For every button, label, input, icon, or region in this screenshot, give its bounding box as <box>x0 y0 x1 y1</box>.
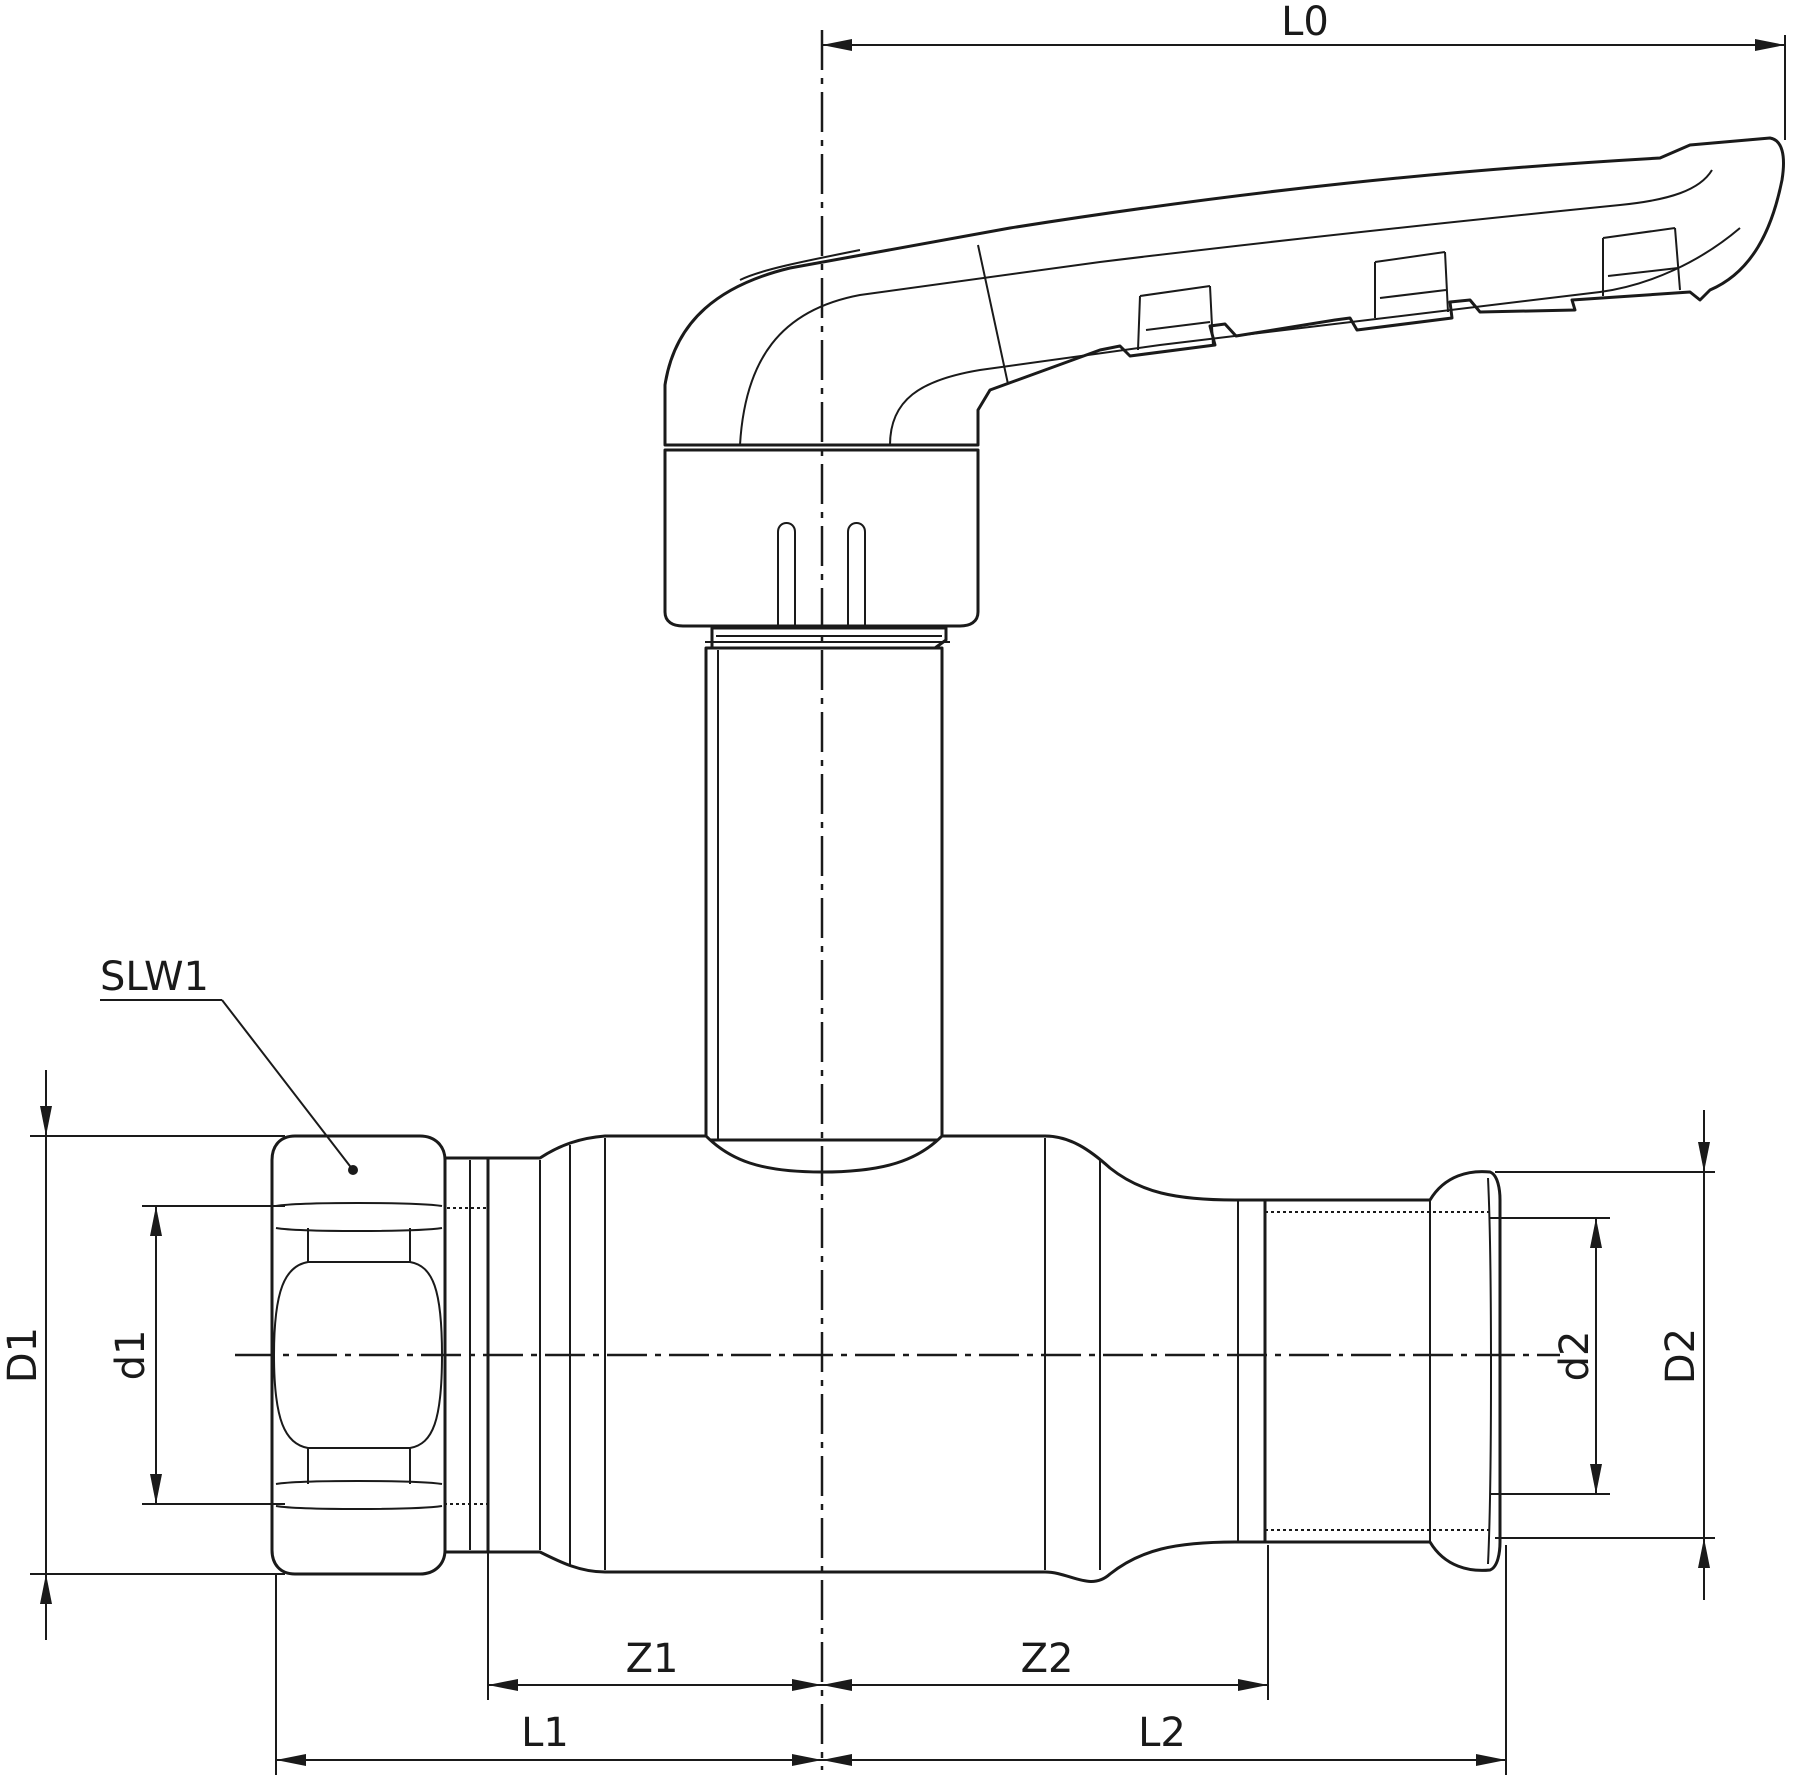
union-nut-outline <box>270 1134 447 1576</box>
nut-flat-bottom <box>275 1480 443 1510</box>
hub-slot-left <box>777 522 796 632</box>
handle-inner-curve-2 <box>889 227 1741 446</box>
dimension-Z1-Z2: Z1 Z2 <box>487 1505 1269 1700</box>
handle-grip-ribs <box>1137 227 1681 351</box>
stem-collar <box>710 626 948 650</box>
lever-handle <box>663 136 1785 632</box>
label-SLW1: SLW1 <box>100 954 209 1000</box>
label-Z2: Z2 <box>1021 1636 1074 1682</box>
body-main <box>443 1134 1267 1583</box>
label-d2: d2 <box>1552 1331 1598 1382</box>
right-press-socket <box>1263 1170 1502 1572</box>
label-d1: d1 <box>108 1330 154 1381</box>
handle-grip-outline <box>663 136 1785 447</box>
label-Z1: Z1 <box>626 1636 679 1682</box>
handle-parting-line <box>977 244 1009 385</box>
dimension-D1: D1 <box>0 1070 285 1640</box>
label-L1: L1 <box>521 1710 569 1756</box>
nut-flat-top <box>275 1202 443 1232</box>
valve-body <box>285 1134 1502 1583</box>
stem-shaft <box>704 646 944 1142</box>
hub-slot-right <box>847 522 866 632</box>
dimension-d1: d1 <box>108 1205 285 1505</box>
label-D2: D2 <box>1658 1328 1704 1384</box>
dimension-D2: D2 <box>1495 1110 1715 1600</box>
valve-stem <box>704 626 950 1142</box>
dimension-L1-L2: L1 L2 <box>275 1545 1507 1775</box>
label-L2: L2 <box>1138 1710 1186 1756</box>
label-L0: L0 <box>1281 0 1329 45</box>
right-bore-hidden <box>1265 1211 1490 1531</box>
dimension-d2: d2 <box>1490 1217 1610 1495</box>
handle-inner-curve <box>739 169 1713 446</box>
dimension-L0: L0 <box>822 0 1786 140</box>
handle-edge-line <box>739 249 861 281</box>
callout-SLW1: SLW1 <box>100 954 354 1171</box>
label-D1: D1 <box>0 1327 46 1383</box>
